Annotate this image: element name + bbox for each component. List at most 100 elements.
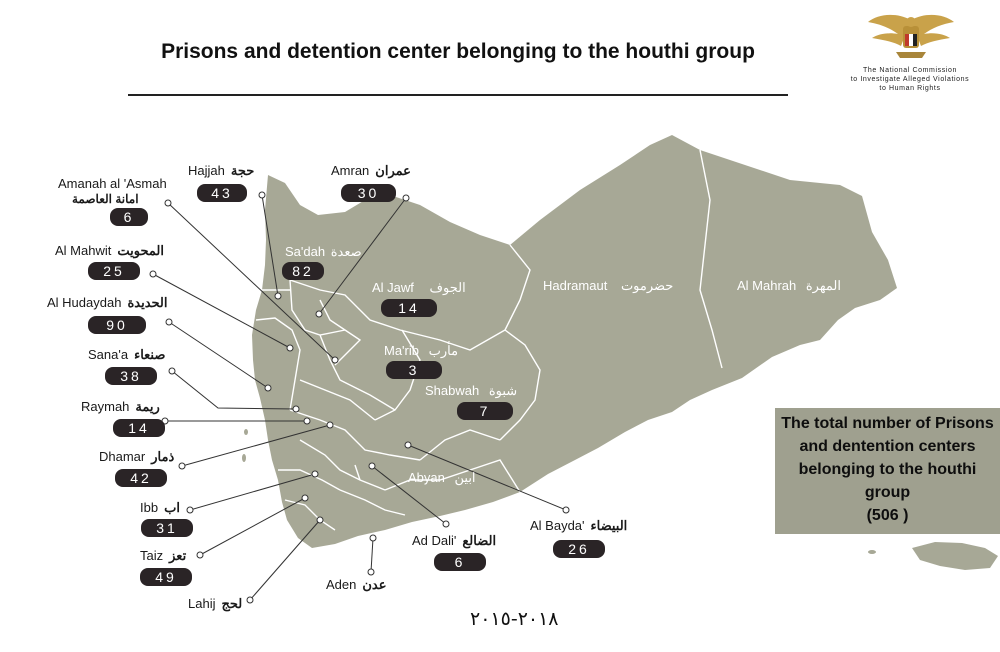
region-label-marib: Ma'rib مأرب (384, 343, 458, 359)
gov-name-en: Amran (331, 163, 370, 178)
organization-line: to Investigate Alleged Violations (850, 76, 970, 83)
gov-name-ar: صنعاء (134, 347, 166, 362)
label-dali: Ad Dali' الضالع (412, 533, 496, 549)
count-badge-shabwah: 7 (457, 402, 513, 420)
region-label-shabwah: Shabwah شبوة (425, 383, 517, 399)
gov-name-ar: عدن (362, 577, 387, 592)
label-ibb: Ibb اب (140, 500, 180, 516)
gov-name-ar: الحديدة (127, 295, 168, 310)
gov-name-en: Ibb (140, 500, 159, 515)
label-hajjah: Hajjah حجة (188, 163, 254, 179)
gov-name-en: Dhamar (99, 449, 146, 464)
yemen-landmass (252, 135, 897, 548)
region-name-ar: مأرب (428, 343, 459, 358)
gov-name-ar: تعز (169, 548, 187, 563)
count-badge-amran: 30 (341, 184, 396, 202)
page-title: Prisons and detention center belonging t… (161, 40, 755, 63)
gov-name-ar: عمران (375, 163, 411, 178)
region-label-mahrah: Al Mahrah المهرة (737, 278, 841, 294)
gov-name-en: Taiz (140, 548, 164, 563)
region-name-ar: الجوف (429, 280, 466, 295)
leader-endpoints (149, 191, 570, 604)
national-eagle-emblem-icon (868, 14, 954, 58)
label-amanah: Amanah al 'Asmah (58, 176, 167, 191)
region-name-ar: المهرة (805, 278, 841, 293)
socotra-island (912, 542, 998, 570)
region-label-sadah: Sa'dah صعدة (285, 244, 362, 260)
gov-name-en: Al Bayda' (530, 518, 585, 533)
region-name-en: Al Mahrah (737, 278, 797, 293)
count-badge-sanaa: 38 (105, 367, 157, 385)
gov-name-en: Amanah al 'Asmah (58, 176, 167, 191)
island-dot (242, 454, 246, 462)
label-bayda: Al Bayda' البيضاء (530, 518, 627, 534)
region-name-en: Shabwah (425, 383, 480, 398)
label-raymah: Raymah ريمة (81, 399, 160, 415)
region-label-abyan: Abyan ابين (408, 470, 476, 486)
region-name-ar: ابين (454, 470, 476, 485)
region-name-en: Ma'rib (384, 343, 419, 358)
gov-name-ar: لحج (221, 596, 243, 611)
organization-line: to Human Rights (879, 85, 941, 92)
title-underline (128, 94, 788, 96)
gov-name-ar: ريمة (135, 399, 160, 414)
governorate-borders (255, 149, 723, 531)
region-label-jawf: Al Jawf الجوف (372, 280, 466, 296)
count-badge-bayda: 26 (553, 540, 605, 558)
total-count-box: The total number of Prisons and dententi… (775, 408, 1000, 534)
gov-name-ar: اب (164, 500, 180, 515)
label-aden: Aden عدن (326, 577, 387, 593)
count-badge-dali: 6 (434, 553, 486, 571)
label-taiz: Taiz تعز (140, 548, 186, 564)
gov-name-ar: الضالع (462, 533, 497, 548)
region-name-en: Al Jawf (372, 280, 414, 295)
organization-line: The National Commission (863, 67, 957, 74)
total-box-text: The total number of Prisons and dententi… (781, 415, 994, 501)
count-badge-raymah: 14 (113, 419, 165, 437)
count-badge-marib: 3 (386, 361, 442, 379)
count-badge-sadah: 82 (282, 262, 324, 280)
region-name-ar: صعدة (330, 244, 362, 259)
label-amran: Amran عمران (331, 163, 411, 179)
gov-name-en: Sana'a (88, 347, 129, 362)
gov-name-ar: البيضاء (590, 518, 628, 533)
label-amanah-ar: امانة العاصمة (72, 192, 139, 206)
count-badge-taiz: 49 (140, 568, 192, 586)
count-badge-ibb: 31 (141, 519, 193, 537)
label-hudaydah: Al Hudaydah الحديدة (47, 295, 168, 311)
island-dot (244, 429, 248, 435)
region-name-en: Sa'dah (285, 244, 326, 259)
label-lahij: Lahij لحج (188, 596, 242, 612)
count-badge-hudaydah: 90 (88, 316, 146, 334)
total-box-value: (506 ) (866, 507, 909, 524)
count-badge-hajjah: 43 (197, 184, 247, 202)
gov-name-en: Raymah (81, 399, 130, 414)
gov-name-en: Al Hudaydah (47, 295, 122, 310)
label-sanaa: Sana'a صنعاء (88, 347, 165, 363)
region-label-hadramaut: Hadramaut حضرموت (543, 278, 673, 294)
year-range: ٢٠١٨-٢٠١٥ (470, 608, 559, 630)
region-name-ar: شبوة (488, 383, 518, 398)
region-name-en: Hadramaut (543, 278, 608, 293)
count-badge-mahwit: 25 (88, 262, 140, 280)
count-badge-dhamar: 42 (115, 469, 167, 487)
gov-name-ar: ذمار (151, 449, 175, 464)
gov-name-ar: المحويت (117, 243, 164, 258)
island-dot (868, 550, 876, 554)
gov-name-en: Hajjah (188, 163, 225, 178)
gov-name-en: Ad Dali' (412, 533, 457, 548)
label-mahwit: Al Mahwit المحويت (55, 243, 164, 259)
gov-name-en: Al Mahwit (55, 243, 112, 258)
region-name-ar: حضرموت (620, 278, 674, 293)
label-dhamar: Dhamar ذمار (99, 449, 174, 465)
gov-name-ar: حجة (230, 163, 255, 178)
count-badge-amanah: 6 (110, 208, 148, 226)
leader-lines (152, 194, 567, 601)
gov-name-en: Lahij (188, 596, 216, 611)
count-badge-jawf: 14 (381, 299, 437, 317)
region-name-en: Abyan (408, 470, 445, 485)
organization-name: The National Commission to Investigate A… (845, 66, 975, 93)
gov-name-en: Aden (326, 577, 357, 592)
